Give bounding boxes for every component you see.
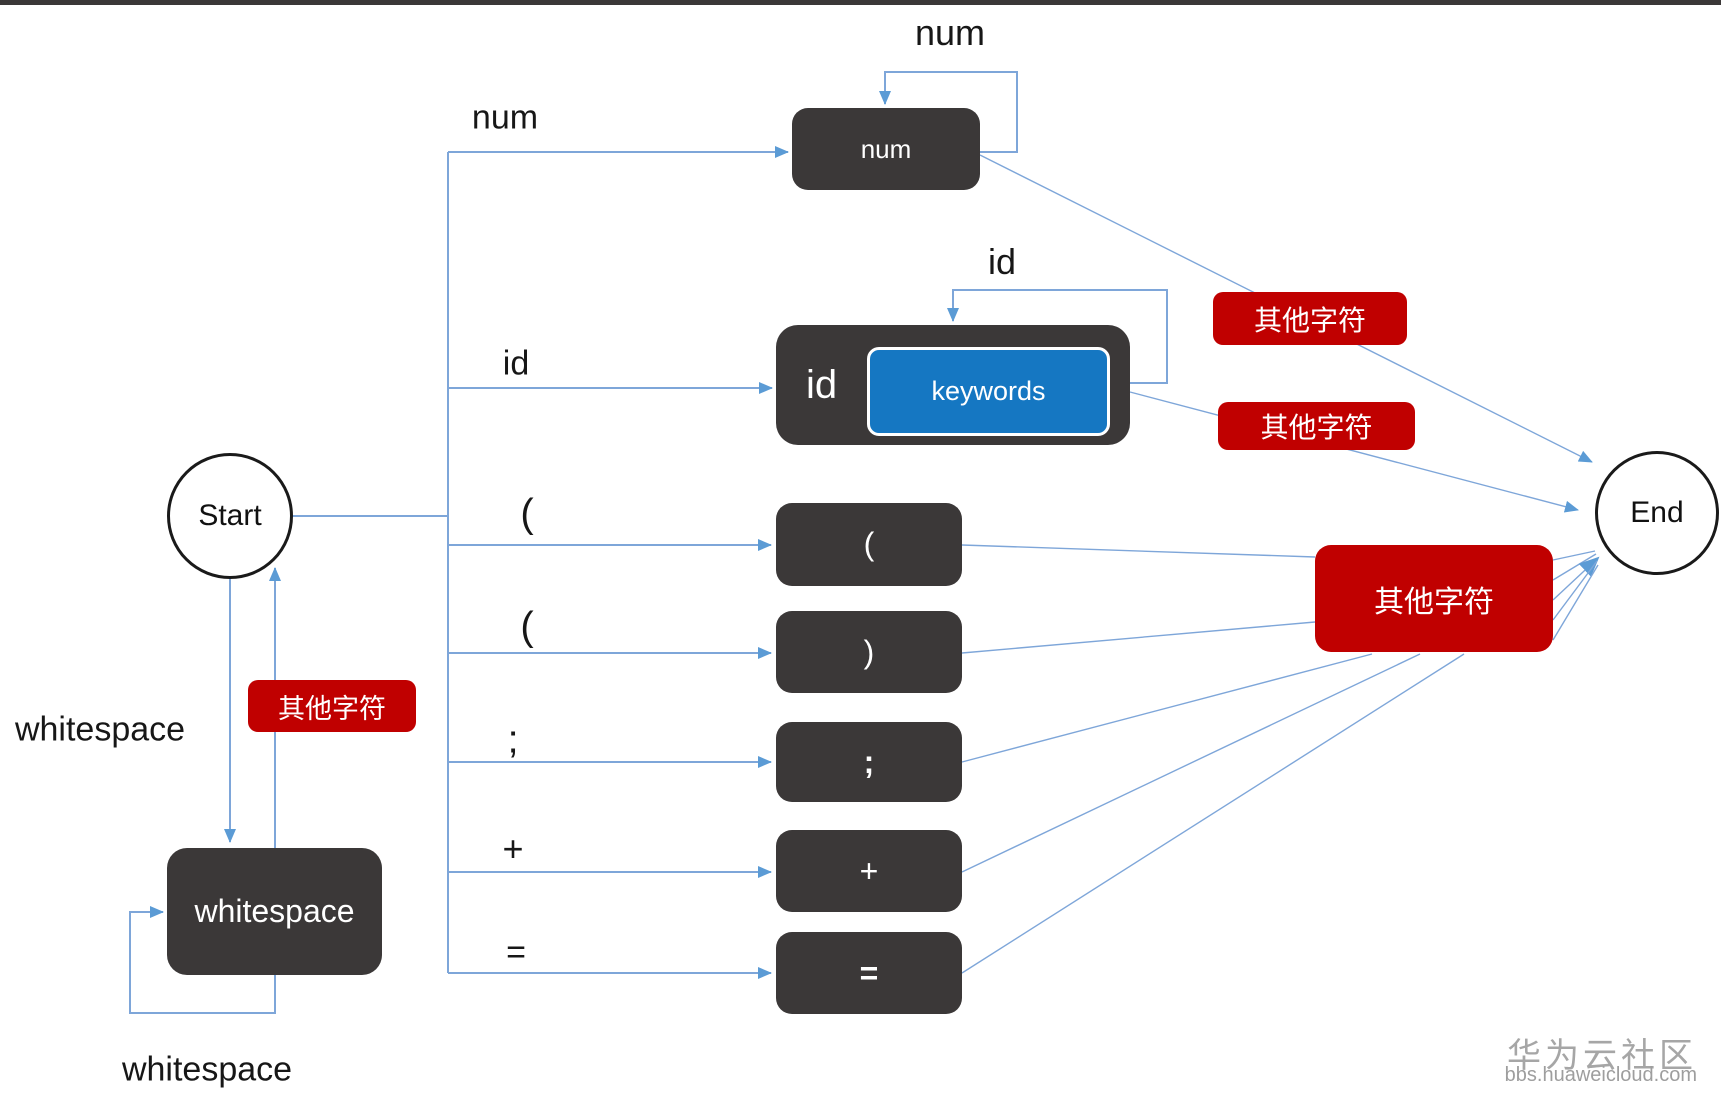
edge-label-whitespace-loop: whitespace [121, 1050, 293, 1089]
state-end: End [1595, 451, 1719, 575]
edge-label-equals-branch: = [506, 933, 526, 972]
state-open-paren-label: ( [863, 526, 875, 562]
state-other-chars-mid-label: 其他字符 [1260, 413, 1373, 444]
state-end-label: End [1630, 496, 1684, 529]
state-close-paren-label: ) [863, 633, 875, 670]
state-other-chars-big-label: 其他字符 [1374, 585, 1494, 619]
state-id-label: id [806, 362, 838, 407]
state-keywords: keywords [867, 347, 1110, 436]
edge-label-num-loop: num [914, 12, 986, 53]
state-id: id keywords [776, 325, 1130, 445]
state-num-label: num [860, 133, 912, 164]
state-semicolon: ; [776, 722, 962, 802]
state-start: Start [167, 453, 293, 579]
edge-label-semicolon-branch: ; [507, 717, 519, 762]
state-num: num [792, 108, 980, 190]
state-other-chars-start: 其他字符 [248, 680, 416, 732]
edge-other-to-end-4 [1552, 560, 1598, 621]
edge-other-to-end-1 [1552, 550, 1596, 561]
edge-label-whitespace-branch: whitespace [14, 710, 186, 749]
edge-id-to-end [1129, 391, 1579, 513]
state-plus: + [776, 830, 962, 912]
edge-other-to-end-2 [1552, 553, 1597, 581]
state-other-chars-top-label: 其他字符 [1253, 305, 1366, 337]
state-other-chars-top: 其他字符 [1213, 292, 1407, 345]
edge-label-id-loop: id [987, 241, 1017, 282]
edge-open-to-other [961, 544, 1316, 558]
edge-label-close-branch: ( [520, 604, 534, 649]
state-equals: = [776, 932, 962, 1014]
edge-label-plus-branch: + [502, 828, 524, 869]
top-border [0, 0, 1721, 5]
edge-label-num-branch: num [471, 98, 539, 137]
state-whitespace: whitespace [167, 848, 382, 975]
state-equals-label: = [859, 954, 879, 991]
edge-other-to-end-5 [1552, 564, 1599, 641]
state-start-label: Start [198, 499, 262, 532]
state-other-chars-mid: 其他字符 [1218, 402, 1415, 450]
edge-semicolon-to-other [961, 653, 1373, 763]
state-whitespace-label: whitespace [194, 893, 355, 929]
state-keywords-label: keywords [931, 376, 1046, 406]
state-plus-label: + [859, 852, 879, 889]
watermark-site-name: 华为云社区 [1507, 1037, 1697, 1075]
edge-plus-to-other [961, 653, 1421, 873]
state-other-chars-big: 其他字符 [1315, 545, 1553, 652]
edge-close-to-other [961, 621, 1316, 654]
state-semicolon-label: ; [863, 743, 875, 780]
edge-label-id-branch: id [502, 344, 530, 383]
edge-equals-to-other [961, 653, 1465, 974]
edge-id-self-loop [947, 289, 1168, 384]
edge-whitespace-self-loop [129, 906, 276, 1014]
state-close-paren: ) [776, 611, 962, 693]
state-open-paren: ( [776, 503, 962, 586]
watermark-site-url: bbs.huaweicloud.com [1504, 1064, 1697, 1086]
edge-label-open-branch: ( [520, 491, 534, 536]
edge-num-self-loop [879, 71, 1018, 153]
state-other-chars-start-label: 其他字符 [278, 693, 386, 724]
edge-other-to-end-3 [1552, 556, 1600, 601]
